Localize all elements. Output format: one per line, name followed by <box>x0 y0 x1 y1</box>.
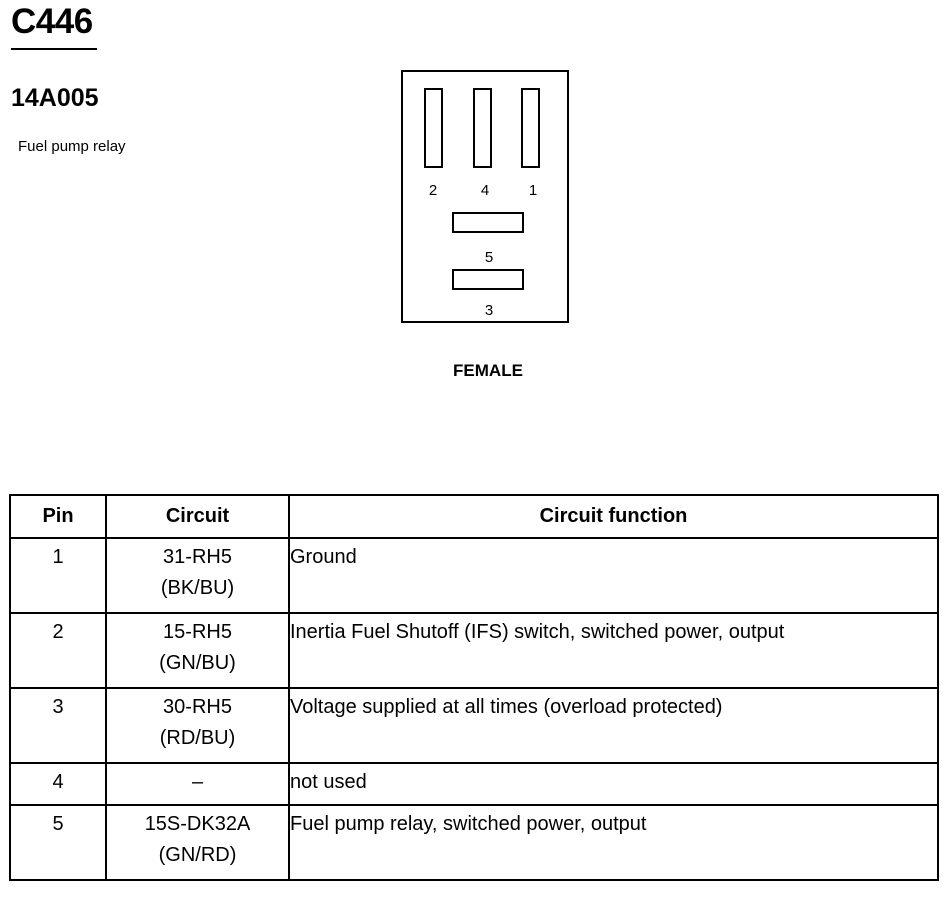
cell-pin: 1 <box>9 537 107 614</box>
cell-pin: 3 <box>9 687 107 764</box>
header-pin: Pin <box>9 494 107 539</box>
pin-1-terminal <box>521 88 540 168</box>
cell-circuit: 31-RH5 (BK/BU) <box>105 537 290 614</box>
cell-circuit: – <box>105 762 290 806</box>
cell-pin: 4 <box>9 762 107 806</box>
cell-circuit-function: Voltage supplied at all times (overload … <box>288 687 939 764</box>
pin-4-terminal <box>473 88 492 168</box>
pin-4-label: 4 <box>481 182 489 199</box>
cell-circuit: 30-RH5 (RD/BU) <box>105 687 290 764</box>
cell-circuit-function: Ground <box>288 537 939 614</box>
cell-circuit: 15-RH5 (GN/BU) <box>105 612 290 689</box>
pin-3-terminal <box>452 269 524 290</box>
header-circuit-function: Circuit function <box>288 494 939 539</box>
pinout-table: Pin Circuit Circuit function 1 31-RH5 (B… <box>9 494 939 881</box>
part-number: 14A005 <box>11 84 99 112</box>
header-circuit: Circuit <box>105 494 290 539</box>
pin-2-terminal <box>424 88 443 168</box>
circuit-color: (GN/BU) <box>159 652 236 674</box>
cell-pin: 2 <box>9 612 107 689</box>
cell-pin: 5 <box>9 804 107 881</box>
connector-id: C446 <box>11 2 93 41</box>
table-row: 5 15S-DK32A (GN/RD) Fuel pump relay, swi… <box>9 804 939 881</box>
cell-circuit-function: not used <box>288 762 939 806</box>
circuit-color: (GN/RD) <box>158 844 237 866</box>
connector-gender-label: FEMALE <box>453 361 523 380</box>
table-row: 1 31-RH5 (BK/BU) Ground <box>9 537 939 614</box>
connector-id-underline <box>11 48 97 50</box>
table-row: 2 15-RH5 (GN/BU) Inertia Fuel Shutoff (I… <box>9 612 939 689</box>
table-header-row: Pin Circuit Circuit function <box>9 494 939 539</box>
pin-1-label: 1 <box>529 182 537 199</box>
cell-circuit: 15S-DK32A (GN/RD) <box>105 804 290 881</box>
circuit-code: 15S-DK32A <box>144 813 251 835</box>
circuit-code: 31-RH5 <box>163 546 232 568</box>
pin-3-label: 3 <box>485 302 493 319</box>
cell-circuit-function: Inertia Fuel Shutoff (IFS) switch, switc… <box>288 612 939 689</box>
circuit-code: – <box>191 771 204 793</box>
pin-2-label: 2 <box>429 182 437 199</box>
cell-circuit-function: Fuel pump relay, switched power, output <box>288 804 939 881</box>
connector-face-diagram: 2 4 1 5 3 <box>401 70 569 323</box>
connector-housing <box>401 70 569 323</box>
connector-description: Fuel pump relay <box>18 138 126 155</box>
circuit-color: (BK/BU) <box>160 577 235 599</box>
circuit-color: (RD/BU) <box>159 727 236 749</box>
circuit-code: 15-RH5 <box>163 621 232 643</box>
pin-5-label: 5 <box>485 249 493 266</box>
table-row: 3 30-RH5 (RD/BU) Voltage supplied at all… <box>9 687 939 764</box>
table-row: 4 – not used <box>9 762 939 806</box>
circuit-code: 30-RH5 <box>163 696 232 718</box>
pin-5-terminal <box>452 212 524 233</box>
